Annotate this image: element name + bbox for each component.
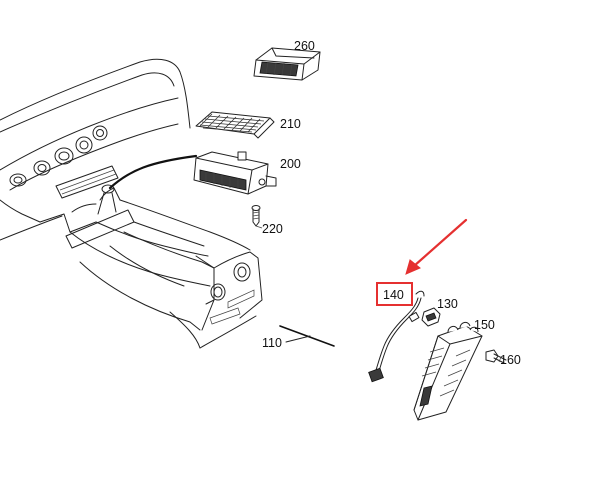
callout-200: 200 bbox=[280, 157, 301, 171]
harness-cable bbox=[108, 154, 198, 190]
callout-210: 210 bbox=[280, 117, 301, 131]
highlight-arrow bbox=[405, 218, 468, 275]
dash-vents bbox=[9, 125, 108, 187]
callout-150: 150 bbox=[474, 318, 495, 332]
part-150-module bbox=[413, 321, 483, 421]
callout-110: 110 bbox=[262, 336, 282, 350]
callout-260: 260 bbox=[294, 39, 315, 53]
rear-vents bbox=[209, 262, 255, 325]
part-130-connector bbox=[421, 307, 441, 327]
callout-220: 220 bbox=[262, 222, 283, 236]
part-200-module bbox=[193, 151, 277, 195]
part-110-rod bbox=[279, 325, 335, 347]
part-220-screw bbox=[251, 205, 261, 227]
highlight-box-140 bbox=[376, 282, 413, 306]
callout-140: 140 bbox=[383, 288, 404, 302]
callout-160: 160 bbox=[500, 353, 521, 367]
car-interior-illustration bbox=[0, 58, 263, 349]
part-160-screw bbox=[485, 349, 507, 364]
callout-130: 130 bbox=[437, 297, 458, 311]
part-260-bracket bbox=[253, 47, 321, 81]
part-140-cable bbox=[368, 290, 425, 383]
part-210-cover bbox=[195, 111, 275, 139]
